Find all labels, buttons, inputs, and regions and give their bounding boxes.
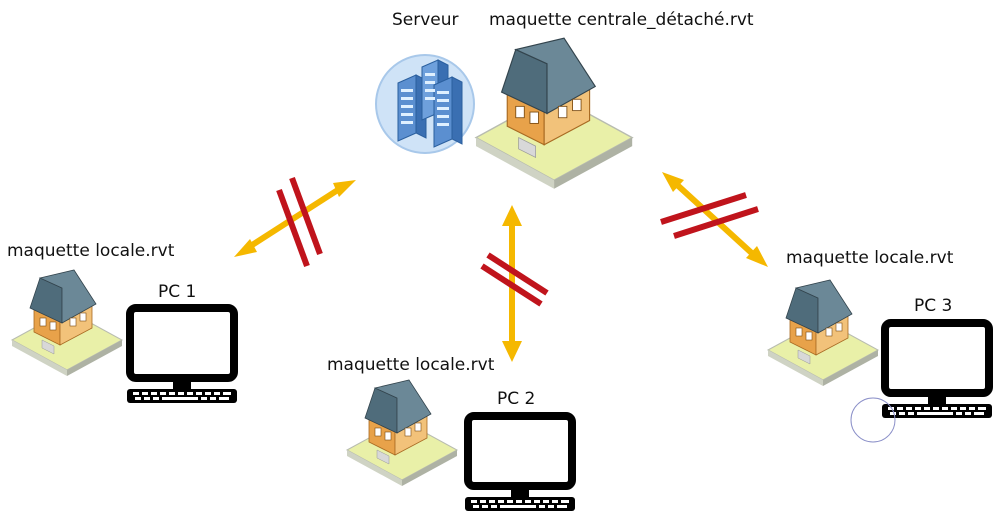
pc3-computer-icon [882, 323, 992, 418]
central-model-label: maquette centrale_détaché.rvt [489, 10, 754, 30]
link-arrow-pc3 [662, 172, 768, 267]
pc2-house-model-icon [346, 379, 458, 487]
pc3-model-label: maquette locale.rvt [786, 248, 954, 268]
pc2-model-label: maquette locale.rvt [327, 355, 495, 375]
cursor-ring [850, 397, 896, 443]
pc3-house-model-icon [767, 279, 879, 387]
pc1-model-label: maquette locale.rvt [7, 241, 175, 261]
pc3-name-label: PC 3 [914, 296, 953, 316]
link-break-mark-pc2 [480, 252, 549, 307]
link-break-mark-pc1 [276, 176, 323, 268]
server-rack-icon [375, 54, 475, 154]
link-arrow-pc1 [234, 180, 356, 257]
pc2-computer-icon [465, 416, 575, 511]
pc1-name-label: PC 1 [158, 282, 197, 302]
pc1-computer-icon [127, 308, 237, 403]
pc1-house-model-icon [11, 269, 123, 377]
server-label: Serveur [392, 10, 459, 30]
pc2-name-label: PC 2 [497, 389, 536, 409]
central-house-model-icon [475, 37, 633, 190]
link-break-mark-pc3 [660, 192, 759, 239]
